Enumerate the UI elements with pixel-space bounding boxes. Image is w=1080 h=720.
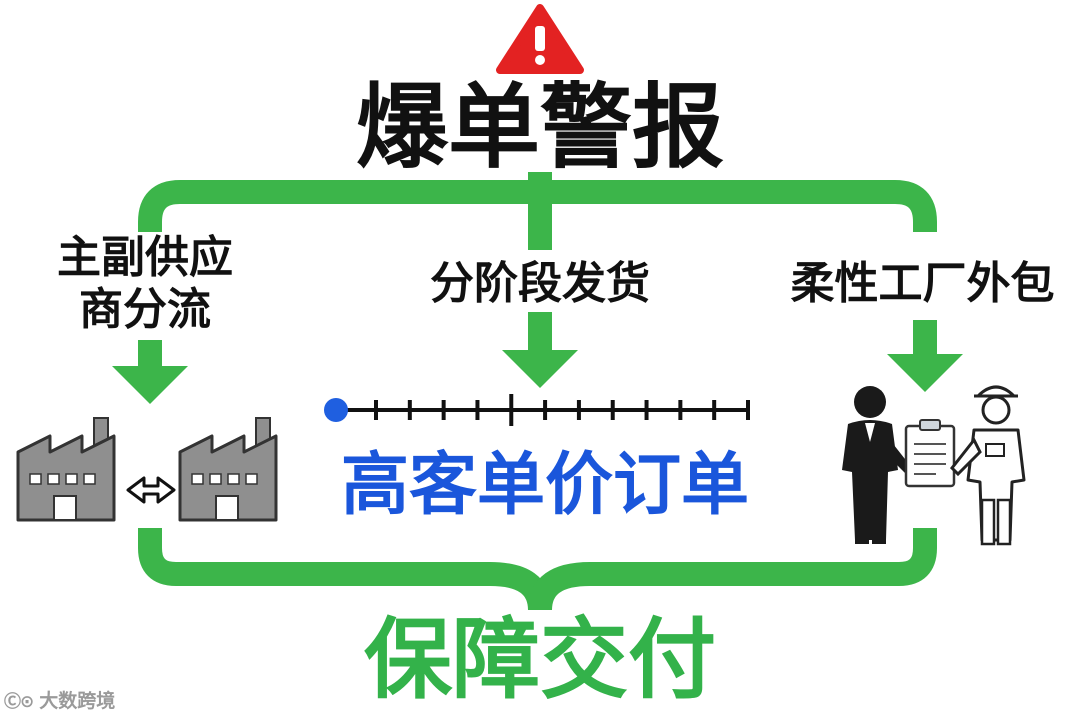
branch-label-shipping: 分阶段发货	[390, 258, 690, 310]
factory-icon	[16, 417, 116, 522]
branch-label-supplier: 主副供应 商分流	[20, 232, 270, 336]
double-arrow-icon	[126, 476, 176, 504]
branch-label-line: 分阶段发货	[430, 258, 650, 309]
arrow-down-icon	[887, 354, 963, 392]
timeline-icon	[324, 394, 750, 426]
arrow-down-icon	[502, 350, 578, 388]
top-branch-lines	[138, 172, 937, 372]
arrow-down-icon	[112, 366, 188, 404]
alert-title: 爆单警报	[355, 74, 724, 181]
delivery-guarantee-label: 保障交付	[363, 608, 716, 711]
watermark-text: 大数跨境	[39, 689, 116, 712]
worker-icon	[949, 385, 1026, 546]
logo-icon: Ⓒ⊙	[4, 691, 34, 712]
businessman-icon	[842, 386, 912, 544]
bottom-branch-lines	[138, 528, 937, 611]
high-value-order-label: 高客单价订单	[340, 446, 749, 525]
branch-label-line: 主副供应	[57, 232, 233, 283]
branch-label-outsourcing: 柔性工厂外包	[770, 258, 1075, 310]
branch-label-line: 商分流	[79, 284, 211, 335]
watermark: Ⓒ⊙ 大数跨境	[4, 684, 115, 714]
factory-icon	[178, 417, 278, 522]
branch-label-line: 柔性工厂外包	[790, 258, 1055, 309]
down-arrows	[112, 350, 963, 404]
clipboard-icon	[904, 419, 956, 488]
warning-icon	[496, 4, 584, 74]
